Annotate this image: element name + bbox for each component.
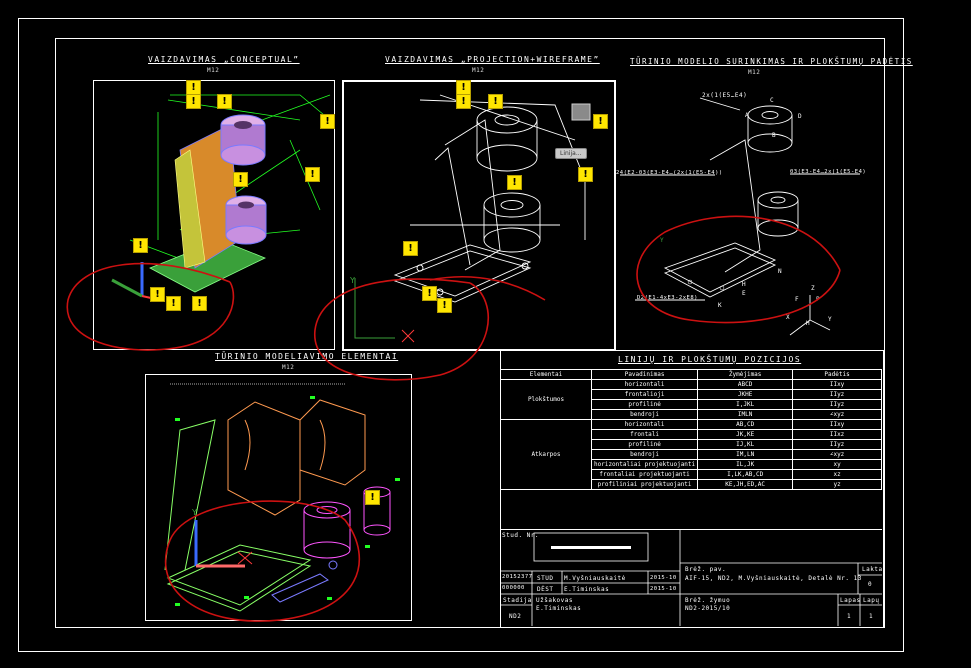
row1-date: 2015-10 (650, 575, 677, 581)
assembly-label: B (772, 132, 777, 139)
stadija-value: ND2 (509, 613, 522, 620)
row2-num: 000000 (502, 585, 525, 591)
assembly-label: E (742, 290, 747, 297)
assembly-label: X (786, 314, 791, 321)
assembly-label: A (745, 112, 750, 119)
warning-icon[interactable]: ! (593, 114, 608, 129)
positions-table: Elementai Pavadinimas Žymėjimas Padėtis … (500, 369, 882, 490)
group-label: Atkarpos (500, 419, 592, 490)
brez-zym-value: ND2-2015/10 (685, 605, 731, 612)
assembly-label: D (798, 113, 803, 120)
assembly-label: N (778, 268, 783, 275)
lapas-label: Lapas (840, 597, 861, 604)
warning-icon[interactable]: ! (365, 490, 380, 505)
brez-pav-value: AIF-15, ND2, M.Vyšniauskaitė, Detalė Nr.… (685, 575, 862, 582)
wireframe-scale: M12 (472, 67, 485, 74)
warning-icon[interactable]: ! (456, 94, 471, 109)
drawing-inner-border (55, 38, 885, 628)
assembly-label: 2x(1(E5…E4) (702, 92, 748, 99)
svg-text:Y: Y (349, 276, 355, 285)
row1-name: M.Vyšniauskaitė (564, 575, 626, 582)
wireframe-title: VAIZDAVIMAS „PROJECTION+WIREFRAME” (385, 55, 600, 64)
warning-icon[interactable]: ! (403, 241, 418, 256)
table-cell: KE,JH,ED,AC (697, 479, 794, 490)
assembly-label: D2(E1-4xE3-2xE8) (637, 295, 698, 301)
assembly-label: H (742, 281, 747, 288)
assembly-label: 03(E3-E4…2x(1(E5-E4) (790, 169, 867, 175)
warning-icon[interactable]: ! (192, 296, 207, 311)
assembly-label: F (795, 296, 800, 303)
org-line2: E.Timinskas (536, 605, 582, 612)
org-line1: Užšakovas (536, 597, 574, 604)
stadija-label: Stadija (503, 597, 532, 604)
assembly-label: H (806, 320, 811, 327)
drawing-outer-border (18, 18, 904, 652)
warning-icon[interactable]: ! (305, 167, 320, 182)
assembly-label: C (770, 97, 775, 104)
table-row: profiliniai projektuojanti KE,JH,ED,AC y… (501, 479, 882, 490)
assembly-label: Y (660, 237, 665, 244)
conceptual-viewport[interactable] (93, 80, 335, 350)
warning-icon[interactable]: ! (578, 167, 593, 182)
warning-icon[interactable]: ! (488, 94, 503, 109)
warning-icon[interactable]: ! (320, 114, 335, 129)
lapu-value: 1 (869, 613, 874, 620)
warning-icon[interactable]: ! (437, 298, 452, 313)
conceptual-title: VAIZDAVIMAS „CONCEPTUAL” (148, 55, 300, 64)
svg-text:Y: Y (191, 508, 197, 517)
warning-icon[interactable]: ! (166, 296, 181, 311)
assembly-label: Y (828, 316, 833, 323)
wireframe-viewport-active[interactable] (342, 80, 616, 351)
assembly-label: Z (811, 285, 816, 292)
assembly-scale: M12 (748, 69, 761, 76)
assembly-title: TŪRINIO MODELIO SURINKIMAS IR PLOKŠTUMŲ … (630, 57, 913, 66)
warning-icon[interactable]: ! (217, 94, 232, 109)
lakst-label: Lakta (862, 566, 883, 573)
lapas-value: 1 (847, 613, 852, 620)
warning-icon[interactable]: ! (150, 287, 165, 302)
warning-icon[interactable]: ! (233, 172, 248, 187)
warning-icon[interactable]: ! (507, 175, 522, 190)
table-cell: profiliniai projektuojanti (590, 479, 699, 490)
warning-icon[interactable]: ! (422, 286, 437, 301)
assembly-label: 24(E2-03(E3-E4…(2x(1(E5-E4)) (616, 170, 723, 176)
title-block (500, 529, 882, 627)
row2-name: E.Timinskas (564, 586, 610, 593)
row2-role: DĖST (537, 586, 554, 593)
brez-pav-label: Brėž. pav. (685, 566, 727, 573)
positions-table-title: LINIJŲ IR PLOKŠTUMŲ POZICIJOS (618, 355, 802, 364)
table-cell: yz (792, 479, 882, 490)
stud-nr-label: Stud. Nr. (502, 532, 540, 539)
row2-date: 2015-10 (650, 586, 677, 592)
group-label: Plokštumos (500, 379, 592, 420)
row1-role: STUD (537, 575, 554, 582)
tooltip-icon: Linija... (555, 148, 587, 159)
lakst-value: 0 (868, 581, 873, 588)
elements-title: TŪRINIO MODELIAVIMO ELEMENTAI (215, 352, 399, 361)
lapu-label: Lapų (863, 597, 880, 604)
conceptual-scale: M12 (207, 67, 220, 74)
elements-scale: M12 (282, 364, 295, 371)
row1-num: 20152377 (502, 574, 533, 580)
assembly-label: K (718, 302, 723, 309)
warning-icon[interactable]: ! (133, 238, 148, 253)
brez-zym-label: Brėž. žymuo (685, 597, 731, 604)
warning-icon[interactable]: ! (186, 94, 201, 109)
